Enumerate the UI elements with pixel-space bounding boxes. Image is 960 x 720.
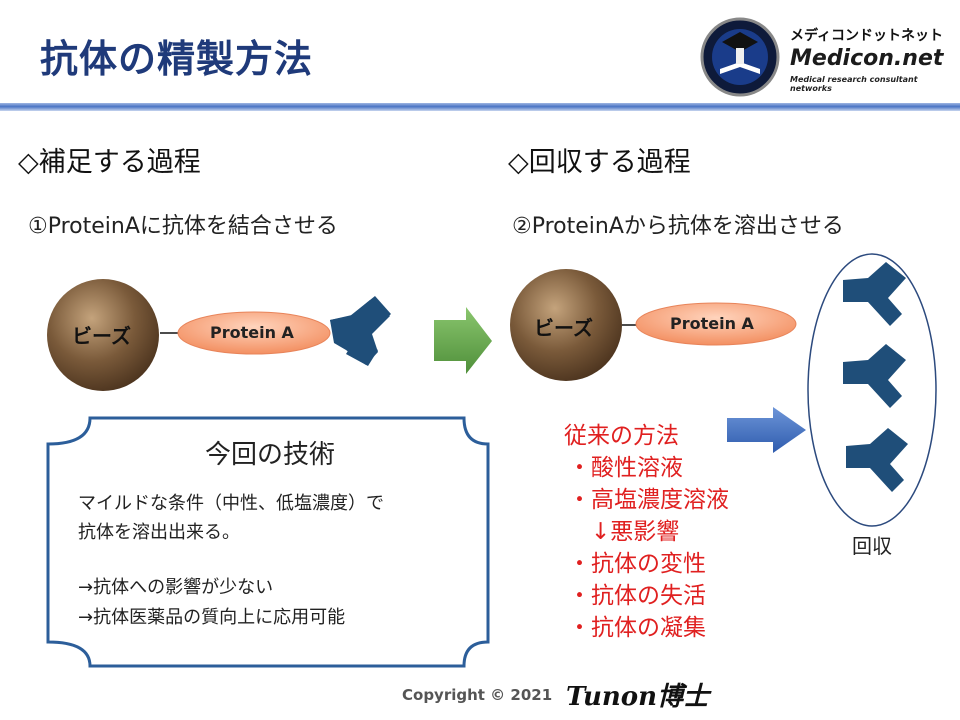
capture-process-heading: ◇補足する過程 [18, 147, 201, 178]
right-protein-a-label: Protein A [670, 314, 754, 333]
conventional-item-1: ・酸性溶液 [568, 455, 683, 481]
elution-step-label: ②ProteinAから抗体を溶出させる [512, 214, 844, 239]
technique-line-2: 抗体を溶出出来る。 [78, 522, 240, 543]
left-bead [47, 279, 159, 391]
technique-box-border [46, 416, 490, 668]
left-bead-label: ビーズ [72, 324, 131, 348]
conventional-item-5: ・抗体の失活 [568, 583, 706, 609]
left-protein-a-label: Protein A [210, 323, 294, 342]
technique-line-3: →抗体への影響が少ない [78, 577, 274, 598]
logo-japanese-text: メディコンドットネット [790, 28, 944, 44]
logo-subtitle-text: Medical research consultant networks [790, 75, 918, 93]
collection-ellipse [807, 253, 937, 527]
technique-line-4: →抗体医薬品の質向上に応用可能 [78, 607, 346, 628]
signature-logo: Tunon博士 [566, 682, 710, 712]
conventional-item-4: ・抗体の変性 [568, 551, 706, 577]
page-title: 抗体の精製方法 [40, 37, 314, 81]
technique-line-1: マイルドな条件（中性、低塩濃度）で [78, 493, 384, 514]
recovery-process-heading: ◇回収する過程 [508, 147, 691, 178]
collected-antibody-icon-1 [843, 262, 906, 326]
conventional-method-title: 従来の方法 [564, 423, 679, 449]
right-bead-label: ビーズ [534, 316, 593, 340]
right-protein-a [635, 302, 797, 346]
process-arrow-icon [434, 307, 492, 374]
collection-label: 回収 [852, 534, 892, 558]
conventional-item-3: ↓悪影響 [568, 519, 680, 545]
binding-step-label: ①ProteinAに抗体を結合させる [28, 214, 338, 239]
left-protein-a [177, 311, 331, 355]
collected-antibody-icon-2 [843, 344, 906, 408]
conventional-item-2: ・高塩濃度溶液 [568, 487, 729, 513]
medicon-logo-icon [698, 14, 948, 100]
collected-antibody-icon-3 [846, 428, 908, 492]
header-divider [0, 103, 960, 111]
conventional-item-6: ・抗体の凝集 [568, 615, 706, 641]
left-antibody-fill [330, 300, 390, 365]
elution-arrow-icon [727, 407, 806, 453]
right-bead [510, 269, 622, 381]
technique-box-title: 今回の技術 [204, 440, 335, 470]
copyright-text: Copyright © 2021 [402, 686, 553, 704]
logo-english-text: Medicon.net [790, 46, 944, 71]
